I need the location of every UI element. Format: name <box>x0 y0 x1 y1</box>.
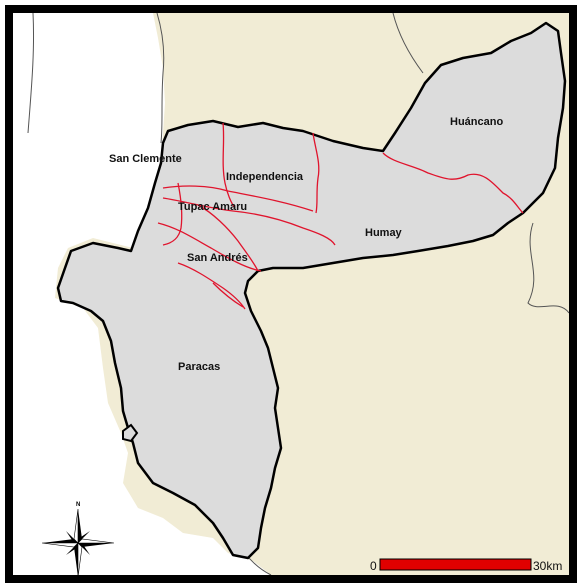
compass-rose-icon: N <box>41 502 115 575</box>
region-outline <box>56 21 567 560</box>
scale-bar: 0 30km <box>370 558 562 573</box>
district-label-paracas: Paracas <box>178 361 220 373</box>
district-label-humay: Humay <box>365 227 403 239</box>
province-line-north <box>156 13 165 144</box>
scale-end-label: 30km <box>533 559 562 573</box>
district-borders <box>157 122 524 310</box>
district-label-san-clemente: San Clemente <box>109 153 182 165</box>
scale-bar-fill <box>379 558 532 571</box>
district-label-san-andres: San Andrés <box>187 252 248 264</box>
district-label-tupac-amaru: Tupac Amaru <box>178 201 247 213</box>
province-line-top <box>392 13 424 74</box>
map-frame: Huáncano San Clemente Independencia Tupa… <box>5 5 577 583</box>
district-label-independencia: Independencia <box>226 171 304 183</box>
map-canvas: Huáncano San Clemente Independencia Tupa… <box>13 13 569 575</box>
island-outline <box>122 423 139 443</box>
province-line-east <box>527 222 569 314</box>
district-label-huancano: Huáncano <box>450 116 503 128</box>
province-line-west <box>27 13 35 134</box>
north-label: N <box>76 502 80 508</box>
scale-start-label: 0 <box>370 559 377 573</box>
